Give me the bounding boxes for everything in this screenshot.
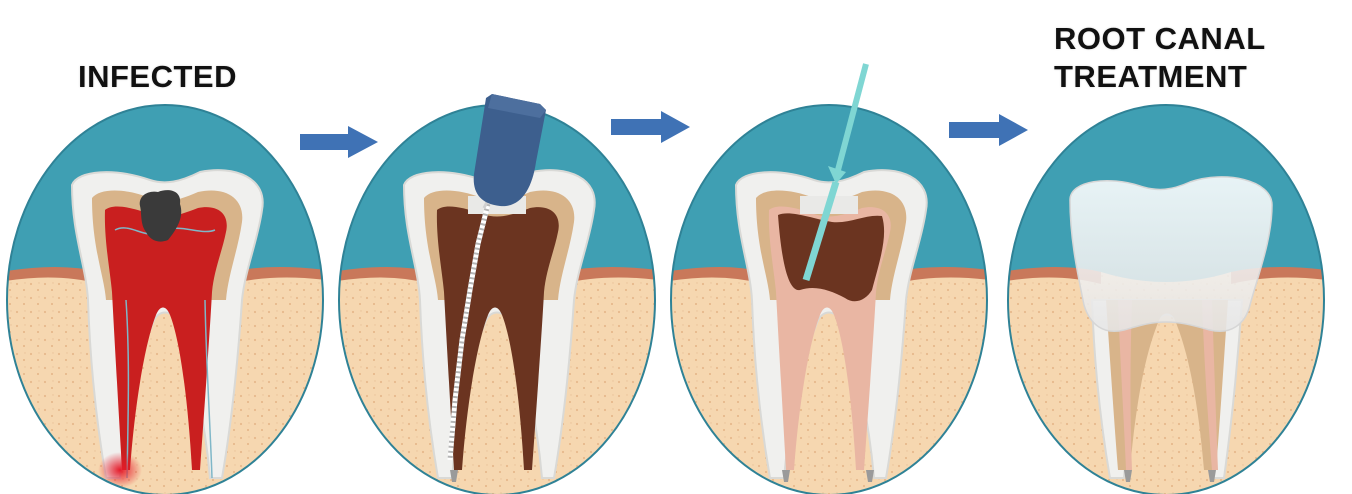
stage-label-line-1: ROOT CANAL — [1054, 21, 1266, 56]
panel-crown-frame — [1007, 104, 1325, 494]
panel-infected — [7, 105, 323, 494]
arrow-1-icon — [300, 126, 378, 158]
syringe-icon — [802, 63, 869, 282]
endodontic-file-icon — [473, 94, 546, 207]
stage-label-root-canal-treatment: ROOT CANAL TREATMENT — [1054, 20, 1266, 96]
panel-infected-frame — [6, 104, 324, 494]
crown-icon — [1069, 176, 1273, 332]
stage-label-infected: INFECTED — [78, 59, 237, 94]
panel-filling-frame — [670, 104, 988, 494]
panel-filling — [671, 105, 987, 494]
arrow-2-icon — [611, 111, 690, 143]
arrow-3-icon — [949, 114, 1028, 146]
stage-label-line-2: TREATMENT — [1054, 59, 1248, 94]
